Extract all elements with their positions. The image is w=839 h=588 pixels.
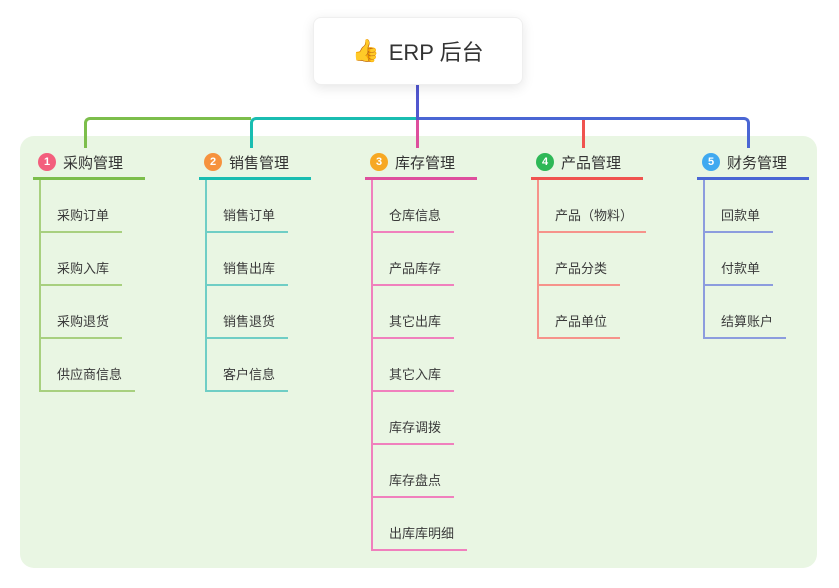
branch-items: 回款单 付款单 结算账户: [703, 180, 787, 339]
branch-item-label: 其它出库: [389, 314, 442, 329]
root-node[interactable]: 👍 ERP 后台: [313, 17, 523, 85]
branch-item-label: 销售出库: [223, 261, 276, 276]
branch-item[interactable]: 产品（物料）: [539, 180, 647, 233]
branch-item[interactable]: 付款单: [705, 233, 774, 286]
branch-title: 产品管理: [561, 154, 622, 172]
branch-title: 采购管理: [63, 154, 124, 172]
branch-number-badge: 4: [536, 153, 554, 171]
branch-item-label: 产品（物料）: [555, 208, 634, 223]
branch-item[interactable]: 产品分类: [539, 233, 621, 286]
branch-item[interactable]: 产品库存: [373, 233, 455, 286]
branch-item-label: 库存盘点: [389, 473, 442, 488]
branch-item-label: 销售退货: [223, 314, 276, 329]
branch-item[interactable]: 其它出库: [373, 286, 455, 339]
branch-item[interactable]: 产品单位: [539, 286, 621, 339]
branch-items: 仓库信息 产品库存 其它出库 其它入库 库存调拨 库存盘点 出库库明细: [371, 180, 468, 551]
connector-elbow-sales: [250, 117, 417, 148]
branch-item[interactable]: 客户信息: [207, 339, 289, 392]
branch-item-label: 采购退货: [57, 314, 110, 329]
branch-drop-line-product: [582, 117, 585, 148]
branch-item-label: 库存调拨: [389, 420, 442, 435]
branch-title: 库存管理: [395, 154, 456, 172]
branch-item-label: 其它入库: [389, 367, 442, 382]
thumbs-up-icon: 👍: [352, 38, 380, 63]
branch-item[interactable]: 其它入库: [373, 339, 455, 392]
branch-item[interactable]: 出库库明细: [373, 498, 468, 551]
branch-number-badge: 2: [204, 153, 222, 171]
branch-item-label: 回款单: [721, 208, 761, 223]
branch-number-badge: 1: [38, 153, 56, 171]
branch-item-label: 采购入库: [57, 261, 110, 276]
branch-item[interactable]: 采购退货: [41, 286, 123, 339]
branch-header-2[interactable]: 2 销售管理: [199, 147, 311, 180]
branch-item-label: 仓库信息: [389, 208, 442, 223]
root-title: ERP 后台: [388, 40, 484, 65]
branch-item-label: 产品分类: [555, 261, 608, 276]
branch-title: 销售管理: [229, 154, 290, 172]
connector-root-line: [416, 83, 419, 120]
branch-item[interactable]: 采购订单: [41, 180, 123, 233]
branch-title: 财务管理: [727, 154, 788, 172]
branch-drop-line-inventory: [416, 117, 419, 148]
branch-item-label: 供应商信息: [57, 367, 123, 382]
branch-item[interactable]: 供应商信息: [41, 339, 136, 392]
branch-item-label: 产品单位: [555, 314, 608, 329]
branch-item-label: 采购订单: [57, 208, 110, 223]
branch-item[interactable]: 销售出库: [207, 233, 289, 286]
branch-item-label: 客户信息: [223, 367, 276, 382]
branch-items: 产品（物料） 产品分类 产品单位: [537, 180, 647, 339]
branch-number-badge: 5: [702, 153, 720, 171]
branch-item-label: 销售订单: [223, 208, 276, 223]
branch-header-4[interactable]: 4 产品管理: [531, 147, 643, 180]
branch-items: 采购订单 采购入库 采购退货 供应商信息: [39, 180, 136, 392]
branch-header-3[interactable]: 3 库存管理: [365, 147, 477, 180]
branch-item-label: 出库库明细: [389, 526, 455, 541]
branch-item[interactable]: 销售订单: [207, 180, 289, 233]
branch-item[interactable]: 库存调拨: [373, 392, 455, 445]
branch-item[interactable]: 销售退货: [207, 286, 289, 339]
branch-header-5[interactable]: 5 财务管理: [697, 147, 809, 180]
branch-item[interactable]: 回款单: [705, 180, 774, 233]
branch-item[interactable]: 库存盘点: [373, 445, 455, 498]
branch-number-badge: 3: [370, 153, 388, 171]
branch-item[interactable]: 采购入库: [41, 233, 123, 286]
branch-item[interactable]: 仓库信息: [373, 180, 455, 233]
connector-elbow-finance: [416, 117, 750, 148]
branch-item-label: 结算账户: [721, 314, 774, 329]
branch-header-1[interactable]: 1 采购管理: [33, 147, 145, 180]
branch-item-label: 付款单: [721, 261, 761, 276]
connector-elbow-purchase: [84, 117, 251, 148]
branch-item-label: 产品库存: [389, 261, 442, 276]
branch-item[interactable]: 结算账户: [705, 286, 787, 339]
branch-items: 销售订单 销售出库 销售退货 客户信息: [205, 180, 289, 392]
